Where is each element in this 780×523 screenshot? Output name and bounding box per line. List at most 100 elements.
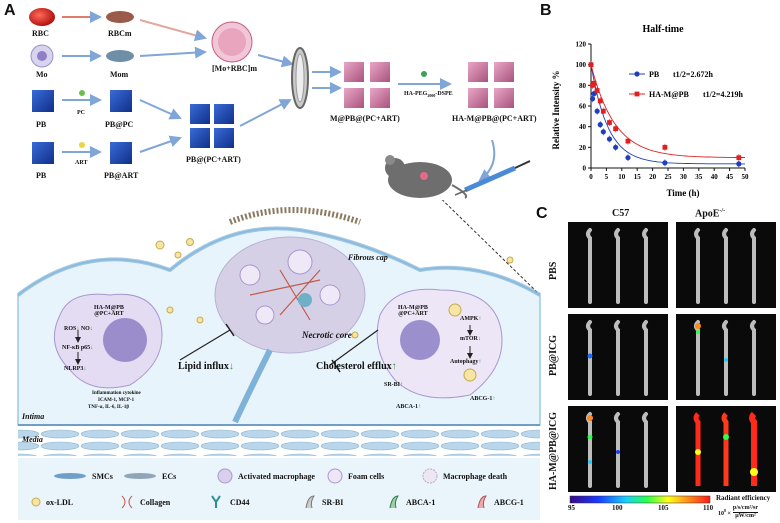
- label-hybrid: [Mo+RBC]m: [212, 64, 257, 73]
- data-point: [625, 138, 631, 144]
- radiant-efficiency-colorbar: [569, 495, 711, 504]
- label-pb-art: PB@ART: [104, 171, 139, 180]
- x-tick-label: 25: [665, 173, 673, 181]
- column-apoe: ApoE-/-: [695, 208, 726, 220]
- legend-name-1: HA-M@PB: [649, 90, 690, 99]
- abcg-1-icon: [477, 495, 487, 509]
- ox-ldl-icon: [31, 497, 41, 507]
- colorbar-unit: 108 × p/s/cm²/sr μW/cm²: [718, 505, 759, 519]
- data-point: [625, 155, 631, 161]
- legend-cd44: CD44: [230, 498, 250, 507]
- label-pc: PC: [77, 110, 85, 116]
- label-nfkb: NF-κB p65↓: [62, 345, 94, 351]
- legend-halflife-1: t1/2=4.219h: [703, 90, 743, 99]
- smc-strand: [232, 348, 273, 424]
- y-tick-label: 80: [579, 82, 587, 90]
- m-pb-pc-art-cubes: [344, 62, 390, 108]
- legend-name-0: PB: [649, 70, 660, 79]
- legend-marker-1: [634, 91, 640, 97]
- row-label-pbs: PBS: [548, 261, 559, 280]
- data-point: [600, 129, 606, 135]
- data-point: [594, 88, 600, 93]
- pb-art-cube: [110, 142, 132, 164]
- y-tick-label: 100: [576, 61, 587, 69]
- label-pb: PB: [36, 120, 47, 129]
- label-cholesterol-efflux: Cholesterol efflux↑: [316, 361, 397, 372]
- x-tick-label: 20: [649, 173, 657, 181]
- data-point: [591, 80, 597, 86]
- x-tick-label: 35: [695, 173, 703, 181]
- legend-icons: [31, 468, 487, 509]
- label-ha-m-pb: HA-M@PB@(PC+ART): [452, 114, 537, 123]
- aorta-imaging-grid: [568, 222, 776, 504]
- chart-xlabel: Time (h): [666, 188, 699, 198]
- chart-series: [588, 61, 745, 168]
- rbcm-membrane: [106, 11, 134, 23]
- data-point: [613, 126, 619, 132]
- panel-label-a: A: [4, 2, 16, 19]
- label-pb-pc-art: PB@(PC+ART): [186, 155, 241, 164]
- pb-cube: [32, 90, 54, 112]
- necrotic-core-plaque: [214, 236, 366, 354]
- aortas: [586, 228, 756, 488]
- label-rbc: RBC: [32, 29, 49, 38]
- smcs-icon: [54, 473, 86, 479]
- abca-1-icon: [389, 495, 399, 509]
- macrophage-death-icon: [422, 468, 438, 484]
- colorbar-tick-100: 100: [612, 504, 623, 512]
- data-point: [662, 144, 668, 150]
- half-time-chart: Half-time Relative Intensity % Time (h) …: [551, 24, 750, 198]
- x-tick-label: 30: [680, 173, 688, 181]
- data-point: [588, 62, 594, 68]
- x-tick-label: 45: [726, 173, 734, 181]
- legend-foam-cells: Foam cells: [348, 472, 385, 481]
- panel-label-c: C: [536, 205, 548, 222]
- chart-ylabel: Relative Intensity %: [551, 71, 561, 150]
- chart-title: Half-time: [642, 24, 684, 35]
- x-tick-label: 40: [711, 173, 719, 181]
- data-point: [662, 160, 668, 166]
- label-rbcm: RBCm: [108, 29, 132, 38]
- y-tick-label: 60: [579, 103, 587, 111]
- colorbar-tick-110: 110: [703, 504, 714, 512]
- label-autophagy: Autophagy↑: [450, 359, 482, 365]
- label-ha-peg: HA-PEG2000-DSPE: [404, 91, 453, 99]
- legend-collagen: Collagen: [140, 498, 171, 507]
- legend-marker-0: [634, 71, 640, 77]
- x-tick-label: 10: [618, 173, 626, 181]
- label-necrotic-core: Necrotic core: [302, 330, 352, 340]
- y-tick-label: 40: [579, 123, 587, 131]
- legend-macrophage-death: Macrophage death: [443, 472, 508, 481]
- x-tick-label: 50: [742, 173, 750, 181]
- fluorescence-signals: [587, 323, 758, 486]
- label-cytokine-2: ICAM-1, MCP-1: [98, 398, 135, 403]
- label-mtor: mTOR↓: [460, 336, 481, 342]
- foam-cells-icon: [327, 468, 343, 484]
- preparation-scheme: [29, 8, 531, 199]
- pb-pc-cube: [110, 90, 132, 112]
- media-layer: [18, 428, 540, 456]
- column-c57: C57: [612, 208, 630, 219]
- label-cytokine-1: Inflammation cytokine: [92, 391, 141, 396]
- label-art: ART: [75, 160, 88, 166]
- label-abcg-1: ABCG-1↑: [470, 396, 496, 402]
- rbc-cell: [29, 8, 55, 26]
- mouse-illustration: [385, 155, 468, 199]
- legend-activated-macrophage: Activated macrophage: [238, 472, 315, 481]
- fit-curve-1: [590, 64, 745, 158]
- activated-macrophage-left: [53, 293, 163, 389]
- mom-membrane: [106, 50, 134, 62]
- x-tick-label: 15: [634, 173, 642, 181]
- label-mo: Mo: [36, 70, 48, 79]
- legend-ecs: ECs: [162, 472, 177, 481]
- y-tick-label: 20: [579, 144, 587, 152]
- panel-label-b: B: [540, 2, 552, 19]
- label-abca-1: ABCA-1↑: [396, 404, 421, 410]
- fit-curve-0: [590, 64, 745, 165]
- label-cytokine-3: TNF-α, IL-6, IL-1β: [88, 405, 129, 410]
- x-tick-label: 0: [589, 173, 593, 181]
- cd44-icon: [211, 495, 221, 508]
- legend-halflife-0: t1/2=2.672h: [673, 70, 713, 79]
- data-point: [597, 122, 603, 128]
